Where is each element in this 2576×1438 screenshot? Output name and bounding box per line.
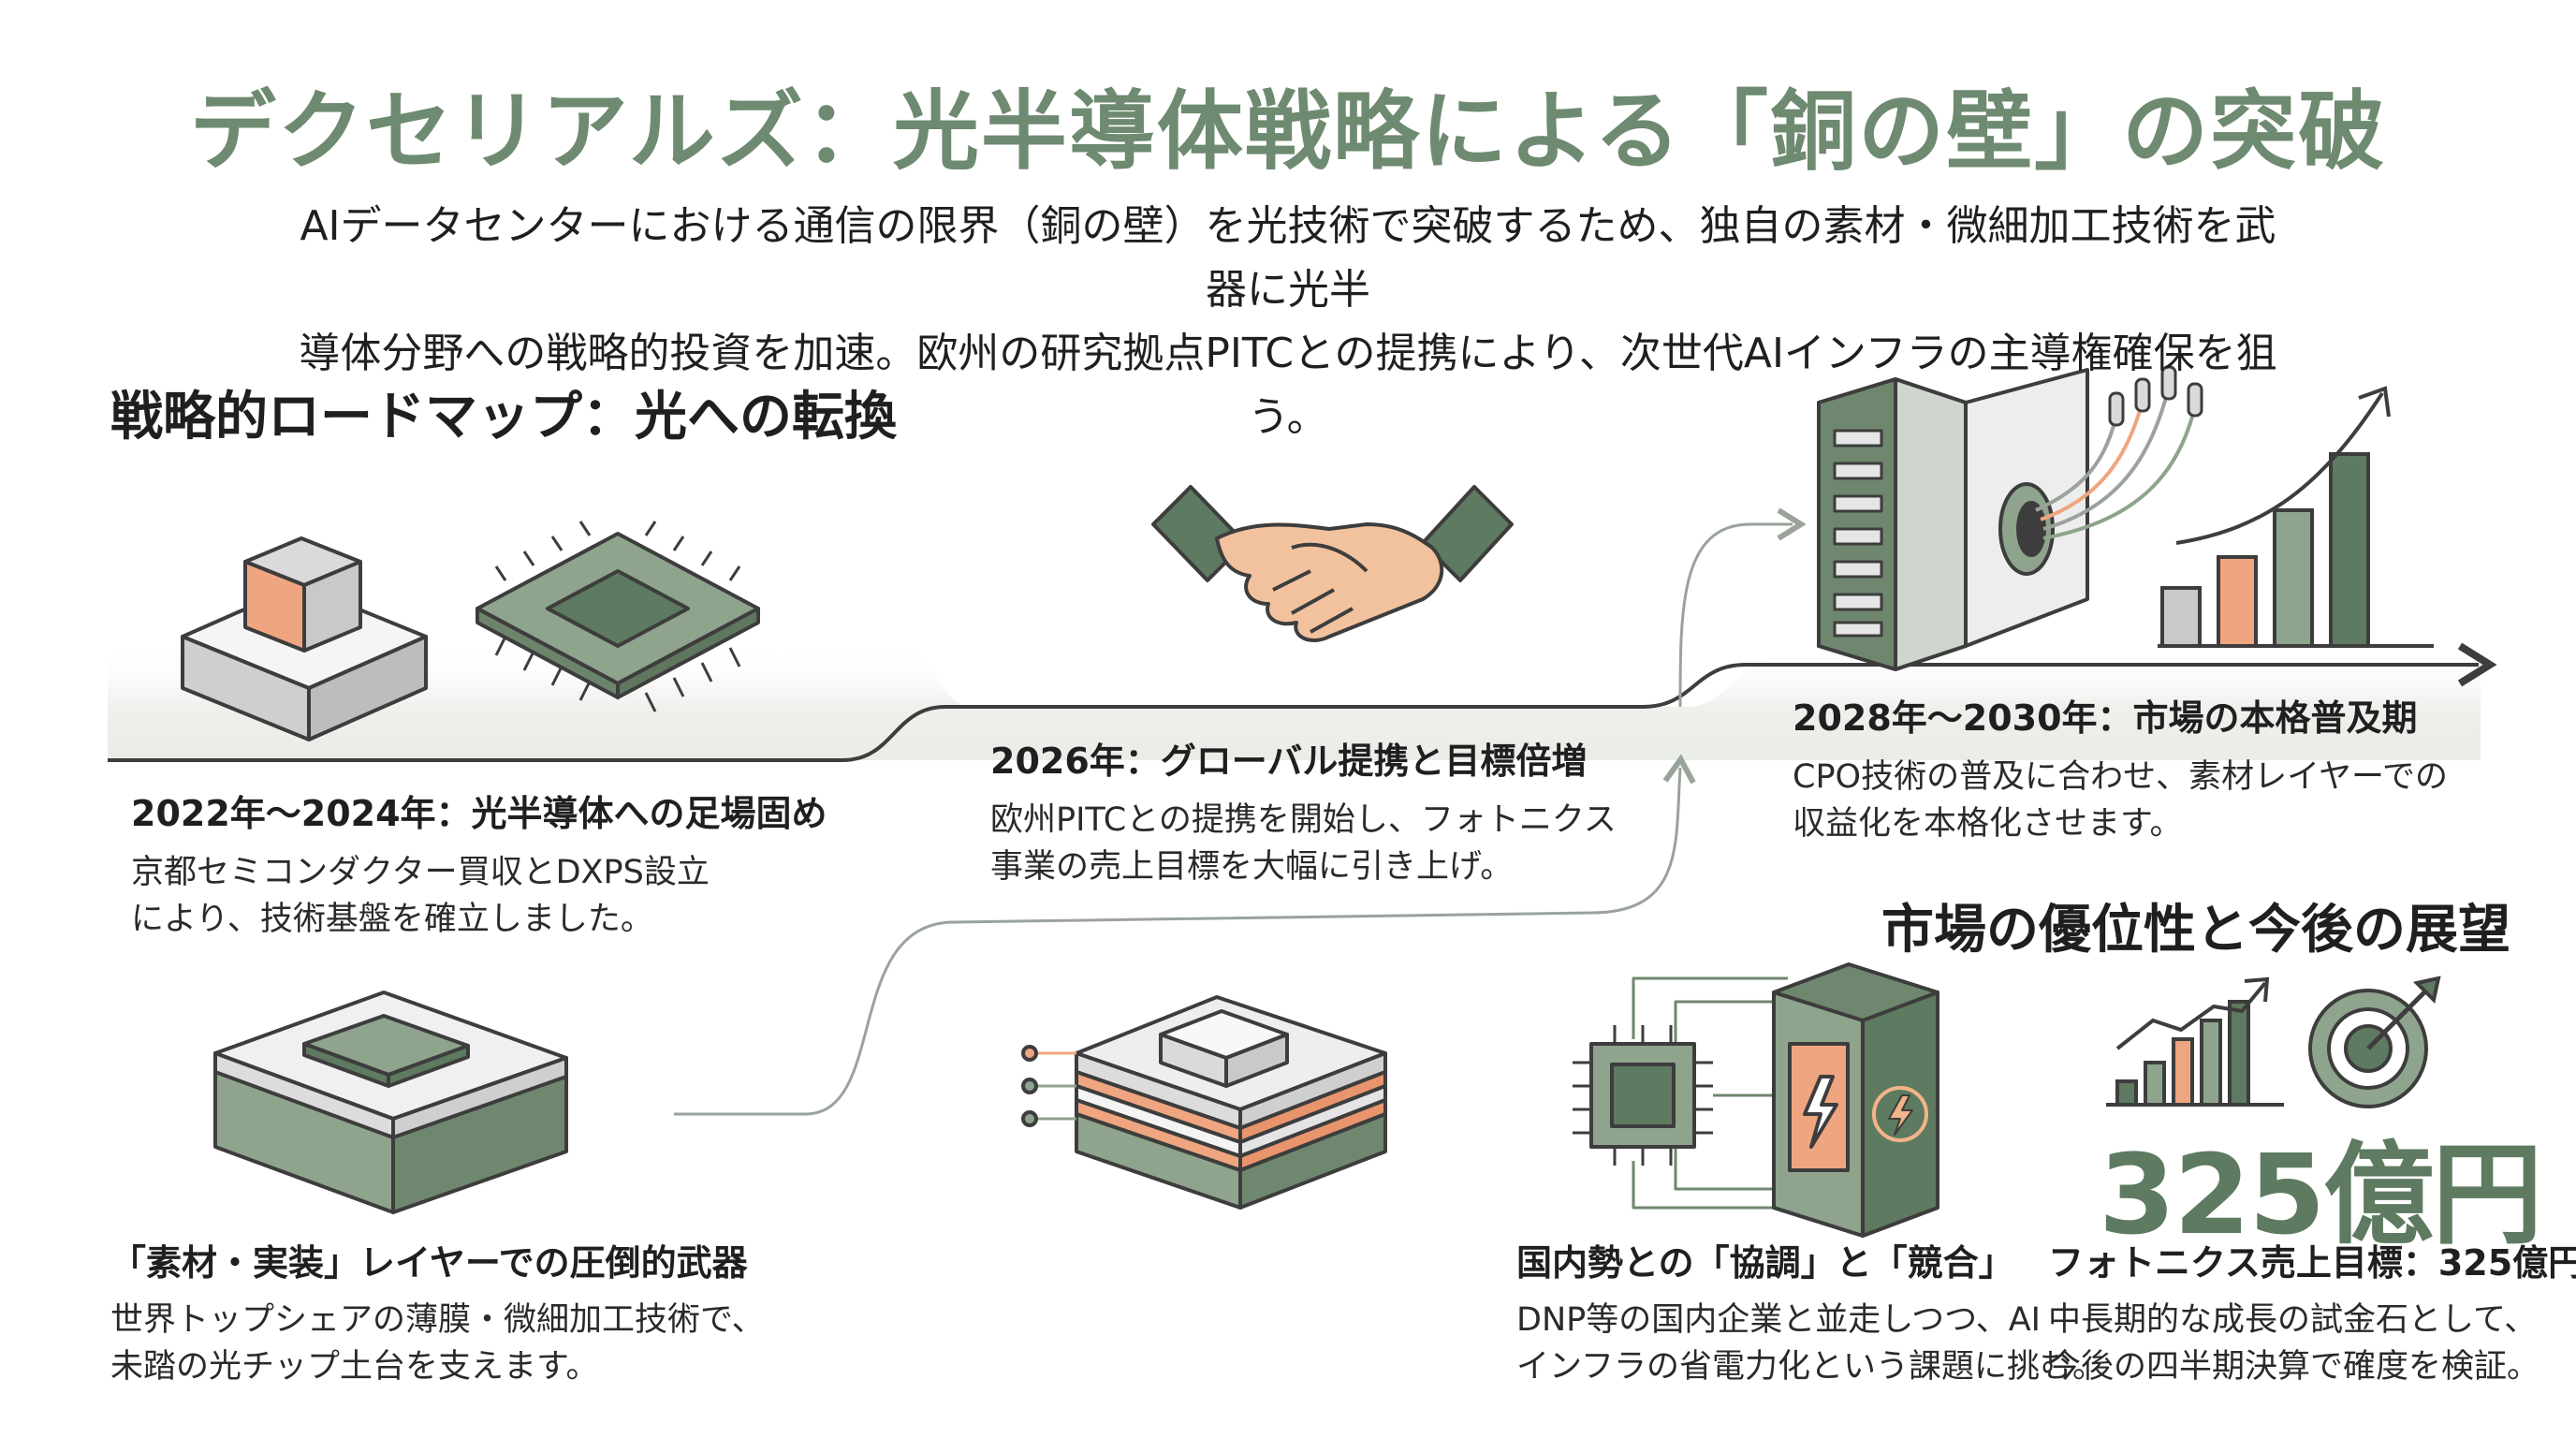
roadmap-step-line xyxy=(108,642,2497,762)
milestone-desc-line-2: 収益化を本格化させます。 xyxy=(1793,805,2183,843)
layered-stack-icon xyxy=(1021,995,1387,1210)
target-icon xyxy=(2308,976,2441,1108)
materials-title: 「素材・実装」レイヤーでの圧倒的武器 xyxy=(110,1242,748,1284)
lead-line-2: 導体分野への戦略的投資を加速。欧州の研究拠点PITCとの提携により、次世代AIイ… xyxy=(299,330,2277,441)
target-desc-line-2: 今後の四半期決算で確度を検証。 xyxy=(2048,1348,2540,1386)
domestic-desc-line-2: インフラの省電力化という課題に挑む。 xyxy=(1516,1348,2105,1386)
lower-flow-line xyxy=(674,754,1696,1116)
domestic-desc-line-1: DNP等の国内企業と並走しつつ、AI xyxy=(1516,1301,2042,1339)
chip-substrate-icon xyxy=(213,990,568,1214)
domestic-coop-compete-block: 国内勢との「協調」と「競合」 DNP等の国内企業と並走しつつ、AI インフラの省… xyxy=(1516,1234,2105,1390)
handshake-icon xyxy=(1151,485,1514,642)
milestone-desc-line-2: 事業の売上目標を大幅に引き上げ。 xyxy=(990,848,1514,886)
milestone-2026: 2026年：グローバル提携と目標倍増 欧州PITCとの提携を開始し、フォトニクス… xyxy=(990,732,1617,890)
milestone-title: 2028年〜2030年：市場の本格普及期 xyxy=(1793,697,2418,739)
milestone-desc-line-2: により、技術基盤を確立しました。 xyxy=(131,901,653,938)
server-rack-icon xyxy=(1817,365,2203,671)
page-title: デクセリアルズ：光半導体戦略による「銅の壁」の突破 xyxy=(189,81,2387,182)
microchip-icon xyxy=(476,521,760,712)
milestone-2028-2030: 2028年〜2030年：市場の本格普及期 CPO技術の普及に合わせ、素材レイヤー… xyxy=(1793,689,2448,847)
growth-chart-icon xyxy=(2106,976,2284,1107)
lead-paragraph: AIデータセンターにおける通信の限界（銅の壁）を光技術で突破するため、独自の素材… xyxy=(281,195,2295,449)
domestic-title: 国内勢との「協調」と「競合」 xyxy=(1516,1242,2014,1284)
milestone-desc-line-1: 欧州PITCとの提携を開始し、フォトニクス xyxy=(990,801,1617,839)
roadmap-heading: 戦略的ロードマップ：光への転換 xyxy=(110,387,897,448)
milestone-title: 2022年〜2024年：光半導体への足場固め xyxy=(131,793,827,834)
milestone-title: 2026年：グローバル提携と目標倍増 xyxy=(990,741,1588,782)
outlook-heading: 市場の優位性と今後の展望 xyxy=(1881,900,2510,961)
materials-desc-line-1: 世界トップシェアの薄膜・微細加工技術で、 xyxy=(110,1301,765,1339)
milestone-2022-2024: 2022年〜2024年：光半導体への足場固め 京都セミコンダクター買収とDXPS… xyxy=(131,785,827,943)
cube-pedestal-icon xyxy=(181,536,428,741)
milestone-desc-line-1: CPO技術の普及に合わせ、素材レイヤーでの xyxy=(1793,758,2448,796)
lead-line-1: AIデータセンターにおける通信の限界（銅の壁）を光技術で突破するため、独自の素材… xyxy=(300,202,2276,314)
target-title: フォトニクス売上目標：325億円 xyxy=(2048,1242,2576,1284)
target-desc-line-1: 中長期的な成長の試金石として、 xyxy=(2048,1301,2538,1339)
materials-desc-line-2: 未踏の光チップ土台を支えます。 xyxy=(110,1348,599,1386)
roadmap-band xyxy=(108,646,2481,760)
materials-layer-block: 「素材・実装」レイヤーでの圧倒的武器 世界トップシェアの薄膜・微細加工技術で、 … xyxy=(110,1234,765,1390)
growth-bar-chart-icon xyxy=(2158,386,2434,648)
chip-server-power-icon xyxy=(1573,962,1939,1238)
milestone-desc-line-1: 京都セミコンダクター買収とDXPS設立 xyxy=(131,854,710,891)
roadmap-branch-line xyxy=(1678,507,1807,708)
photonics-target-block: フォトニクス売上目標：325億円 中長期的な成長の試金石として、 今後の四半期決… xyxy=(2048,1234,2576,1390)
target-big-value: 325億円 xyxy=(2099,1130,2542,1259)
